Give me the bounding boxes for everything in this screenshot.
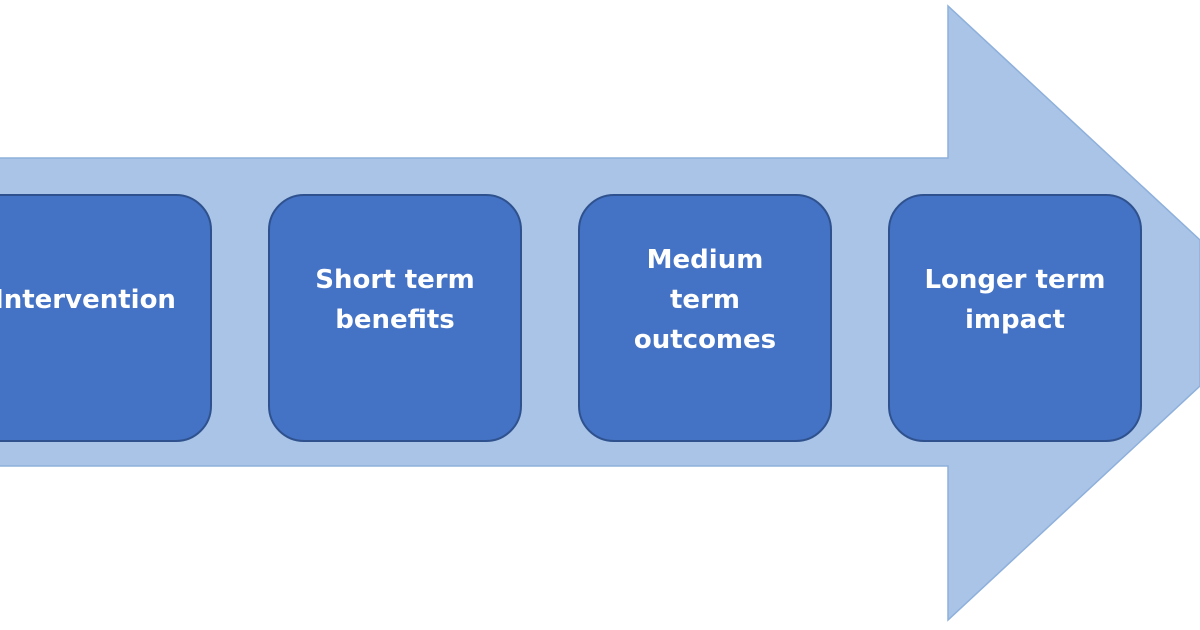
step-box-intervention: Intervention [0,194,212,442]
step-label: Intervention [0,285,176,315]
step-box-longer-term-impact: Longer term impact [888,194,1142,442]
step-box-medium-term-outcomes: Medium term outcomes [578,194,832,442]
step-label: Medium term outcomes [633,245,777,355]
step-label: Longer term impact [924,265,1106,335]
step-box-short-term-benefits: Short term benefits [268,194,522,442]
step-label: Short term benefits [315,265,475,335]
